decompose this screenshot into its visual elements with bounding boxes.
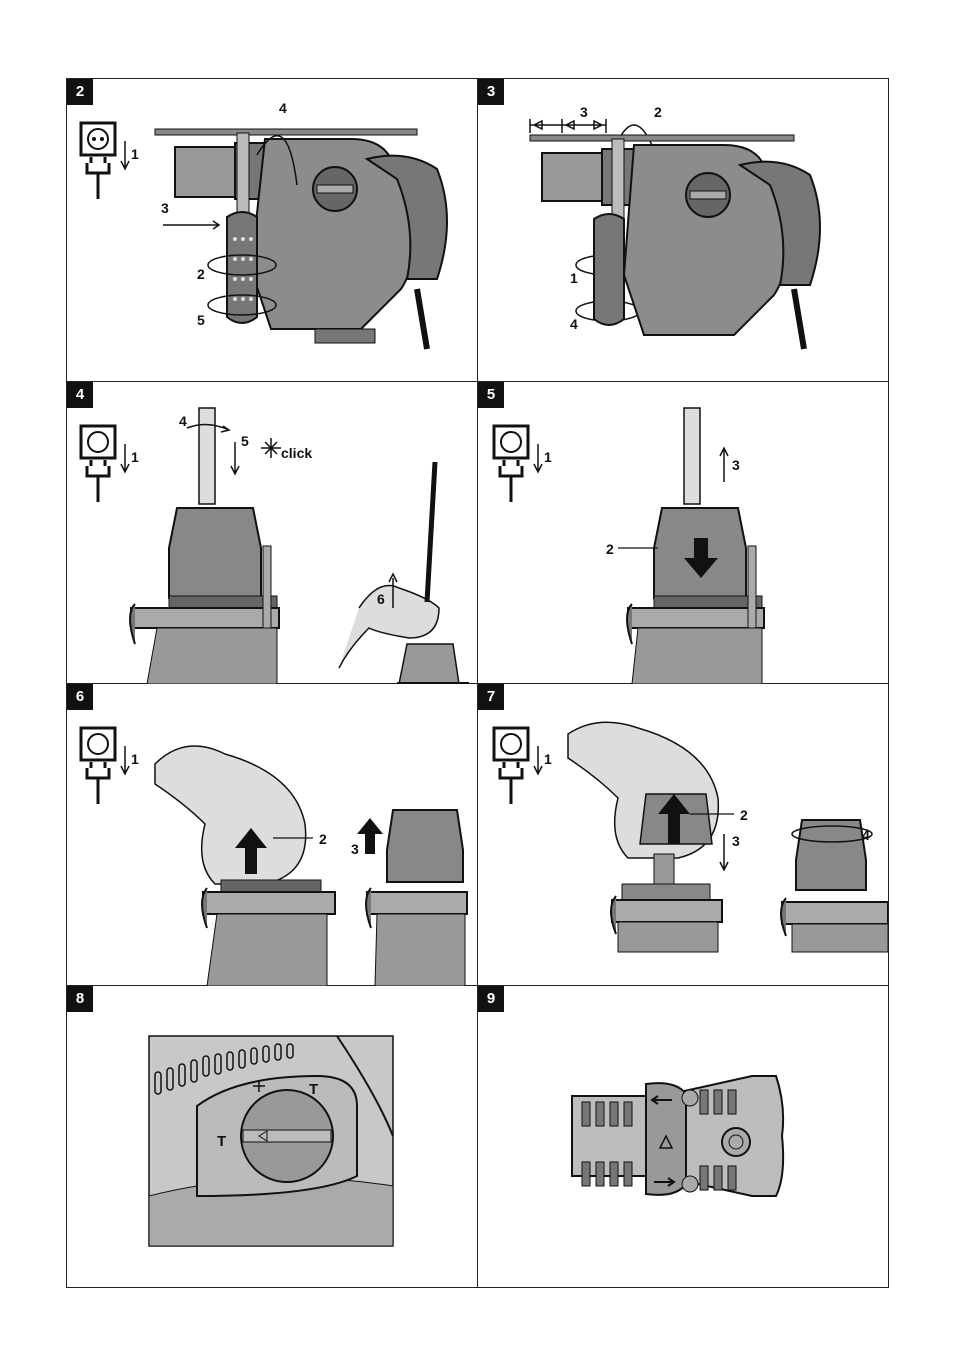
svg-text:4: 4 bbox=[570, 316, 578, 332]
drill-icon bbox=[529, 134, 821, 350]
figure-panel-7: 7 1 2 3 bbox=[478, 684, 888, 986]
svg-text:5: 5 bbox=[241, 433, 249, 449]
drill-bit bbox=[198, 407, 216, 505]
svg-text:4: 4 bbox=[179, 413, 187, 429]
svg-text:3: 3 bbox=[732, 833, 740, 849]
svg-text:click: click bbox=[281, 445, 312, 461]
svg-text:3: 3 bbox=[161, 200, 169, 216]
figure-panel-9: 9 bbox=[478, 986, 888, 1288]
svg-text:1: 1 bbox=[570, 270, 578, 286]
unplug-icon bbox=[79, 726, 130, 804]
figure-panel-6: 6 1 2 3 bbox=[67, 684, 477, 986]
drill-icon bbox=[154, 128, 448, 350]
svg-text:1: 1 bbox=[544, 751, 552, 767]
gloved-hand-icon bbox=[154, 745, 307, 885]
svg-text:2: 2 bbox=[654, 104, 662, 120]
svg-text:2: 2 bbox=[319, 831, 327, 847]
figure-panel-5: 5 1 3 2 bbox=[478, 382, 888, 684]
chuck-rotate bbox=[780, 819, 888, 953]
svg-text:2: 2 bbox=[740, 807, 748, 823]
drill-top-view bbox=[571, 1075, 785, 1197]
svg-text:4: 4 bbox=[279, 100, 287, 116]
figure-panel-8: 8 T T bbox=[67, 986, 477, 1288]
gloved-hand-icon bbox=[338, 461, 469, 684]
unplug-icon bbox=[79, 121, 130, 199]
svg-text:6: 6 bbox=[377, 591, 385, 607]
divider-row-1 bbox=[67, 381, 888, 382]
figure-number: 6 bbox=[67, 684, 93, 710]
divider-row-2 bbox=[67, 683, 888, 684]
svg-text:2: 2 bbox=[197, 266, 205, 282]
figure-number: 4 bbox=[67, 382, 93, 408]
svg-text:2: 2 bbox=[606, 541, 614, 557]
svg-text:1: 1 bbox=[131, 146, 139, 162]
svg-text:1: 1 bbox=[544, 449, 552, 465]
unplug-icon bbox=[79, 424, 130, 502]
svg-text:3: 3 bbox=[580, 104, 588, 120]
figure-number: 2 bbox=[67, 79, 93, 105]
drill-bit bbox=[683, 407, 701, 505]
svg-text:5: 5 bbox=[197, 312, 205, 328]
chuck bbox=[626, 507, 765, 684]
gloved-hand-icon bbox=[567, 721, 720, 859]
chuck bbox=[201, 879, 336, 986]
divider-row-3 bbox=[67, 985, 888, 986]
figure-number: 3 bbox=[478, 79, 504, 105]
figure-panel-3: 3 3 2 1 4 bbox=[478, 79, 888, 381]
svg-text:1: 1 bbox=[131, 751, 139, 767]
figure-grid: 2 1 bbox=[66, 78, 889, 1288]
figure-number: 8 bbox=[67, 986, 93, 1012]
figure-panel-2: 2 1 bbox=[67, 79, 477, 381]
mode-selector-icon: T T bbox=[148, 1035, 394, 1247]
unplug-icon bbox=[492, 726, 543, 804]
svg-text:3: 3 bbox=[351, 841, 359, 857]
svg-text:T: T bbox=[309, 1081, 318, 1098]
figure-number: 7 bbox=[478, 684, 504, 710]
svg-text:4: 4 bbox=[862, 827, 870, 843]
svg-text:1: 1 bbox=[131, 449, 139, 465]
svg-text:T: T bbox=[217, 1133, 226, 1150]
figure-number: 5 bbox=[478, 382, 504, 408]
unplug-icon bbox=[492, 424, 543, 502]
figure-number: 9 bbox=[478, 986, 504, 1012]
chuck bbox=[129, 507, 280, 684]
side-handle bbox=[226, 211, 258, 324]
chuck-detached bbox=[365, 809, 468, 986]
svg-text:3: 3 bbox=[732, 457, 740, 473]
spindle bbox=[610, 853, 723, 953]
figure-panel-4: 4 1 4 5 click bbox=[67, 382, 477, 684]
